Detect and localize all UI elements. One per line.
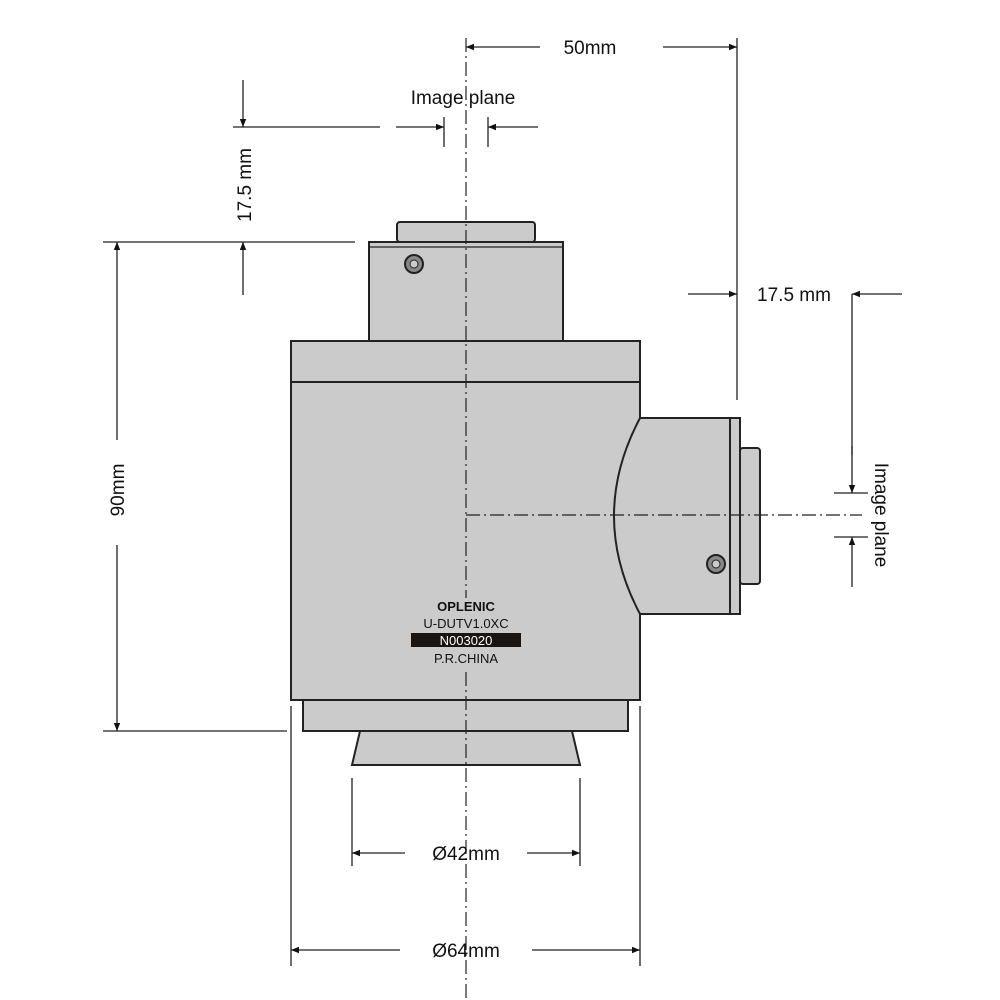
brand-label: OPLENIC bbox=[437, 599, 495, 614]
svg-text:Ø64mm: Ø64mm bbox=[432, 941, 500, 962]
dimension-90mm: 90mm bbox=[103, 242, 287, 732]
dimension-50mm: 50mm bbox=[466, 38, 738, 400]
svg-text:Ø42mm: Ø42mm bbox=[432, 844, 500, 865]
dimension-17-5mm-vertical: 17.5 mm bbox=[103, 80, 355, 295]
origin-label: P.R.CHINA bbox=[434, 651, 498, 666]
dimension-image-plane-top: Image plane bbox=[233, 88, 538, 147]
dimension-image-plane-side: Image plane bbox=[834, 446, 891, 587]
side-cap bbox=[739, 447, 761, 585]
screw-icon bbox=[404, 254, 424, 274]
svg-text:17.5 mm: 17.5 mm bbox=[757, 285, 831, 306]
svg-text:90mm: 90mm bbox=[108, 464, 129, 517]
side-port bbox=[613, 417, 731, 615]
side-flange bbox=[729, 417, 741, 615]
svg-text:17.5 mm: 17.5 mm bbox=[235, 148, 256, 222]
svg-text:Image plane: Image plane bbox=[411, 88, 516, 109]
nameplate: OPLENIC U-DUTV1.0XC N003020 P.R.CHINA bbox=[411, 599, 521, 666]
model-label: U-DUTV1.0XC bbox=[423, 616, 508, 631]
svg-text:Image plane: Image plane bbox=[870, 463, 891, 568]
dimension-42mm: Ø42mm bbox=[351, 778, 581, 866]
serial-label: N003020 bbox=[440, 633, 493, 648]
dimension-17-5mm-horizontal: 17.5 mm bbox=[688, 285, 902, 455]
svg-text:50mm: 50mm bbox=[564, 38, 617, 59]
adapter-body bbox=[290, 221, 761, 766]
screw-icon bbox=[706, 554, 726, 574]
dimension-64mm: Ø64mm bbox=[290, 706, 641, 966]
